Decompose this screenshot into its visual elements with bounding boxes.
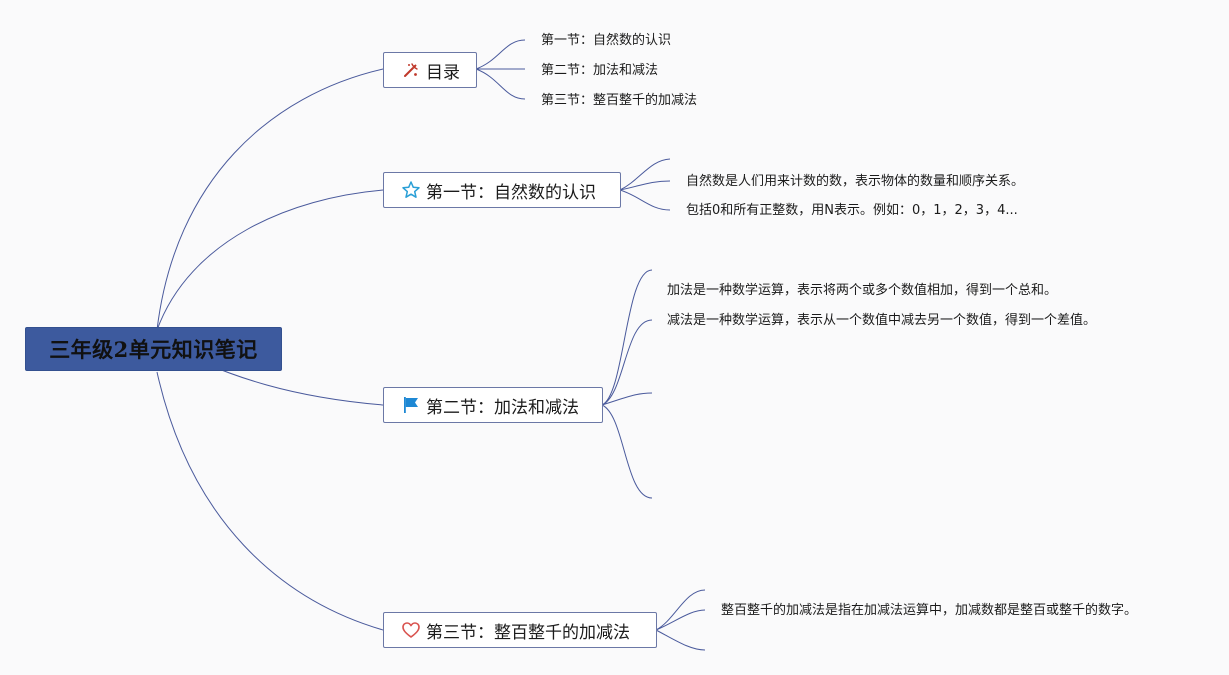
topic-section-3-label: 第三节：整百整千的加减法 [426, 622, 630, 643]
topic-section-3[interactable]: 第三节：整百整千的加减法 [383, 612, 657, 648]
connector-s3-leaf-2 [655, 609, 706, 631]
connector-s2-leaf-4 [601, 404, 653, 499]
leaf-s3-2[interactable]: 整百整千的加减法是指在加减法运算中，加减数都是整百或整千的数字。 [721, 603, 1138, 618]
connector-root-toc [156, 68, 384, 331]
connector-root-section1 [156, 189, 384, 331]
star-icon [401, 180, 421, 200]
connector-s1-leaf-1 [619, 158, 671, 191]
leaf-s2-2[interactable]: 减法是一种数学运算，表示从一个数值中减去另一个数值，得到一个差值。 [667, 313, 1097, 328]
connector-s1-leaf-3 [619, 189, 671, 211]
topic-toc[interactable]: 目录 [383, 52, 477, 88]
topic-section-2[interactable]: 第二节：加法和减法 [383, 387, 603, 423]
connector-s2-leaf-1 [601, 269, 653, 406]
connector-s1-leaf-2 [619, 180, 671, 191]
leaf-toc-1[interactable]: 第一节：自然数的认识 [541, 33, 672, 48]
root-topic[interactable]: 三年级2单元知识笔记 [25, 327, 282, 371]
leaf-toc-2[interactable]: 第二节：加法和减法 [541, 63, 659, 78]
leaf-toc-3[interactable]: 第三节：整百整千的加减法 [541, 93, 698, 108]
topic-section-2-label: 第二节：加法和减法 [426, 397, 579, 418]
heart-icon [401, 620, 421, 640]
connector-s3-leaf-1 [655, 589, 706, 631]
leaf-s1-2[interactable]: 自然数是人们用来计数的数，表示物体的数量和顺序关系。 [686, 174, 1025, 189]
connector-root-section3 [156, 371, 384, 631]
connector-toc-leaf-1 [475, 39, 526, 70]
connector-s2-leaf-3 [601, 392, 653, 406]
topic-toc-label: 目录 [426, 62, 460, 83]
root-topic-label: 三年级2单元知识笔记 [49, 337, 258, 362]
leaf-s2-1[interactable]: 加法是一种数学运算，表示将两个或多个数值相加，得到一个总和。 [667, 283, 1058, 298]
topic-section-1[interactable]: 第一节：自然数的认识 [383, 172, 621, 208]
connector-s2-leaf-2 [601, 319, 653, 406]
leaf-s1-3[interactable]: 包括0和所有正整数，用N表示。例如：0，1，2，3，4... [686, 203, 1018, 218]
topic-section-1-label: 第一节：自然数的认识 [426, 182, 596, 203]
connector-toc-leaf-3 [475, 68, 526, 100]
connector-s3-leaf-3 [655, 629, 706, 651]
tools-icon [401, 60, 421, 80]
flag-icon [401, 395, 421, 415]
